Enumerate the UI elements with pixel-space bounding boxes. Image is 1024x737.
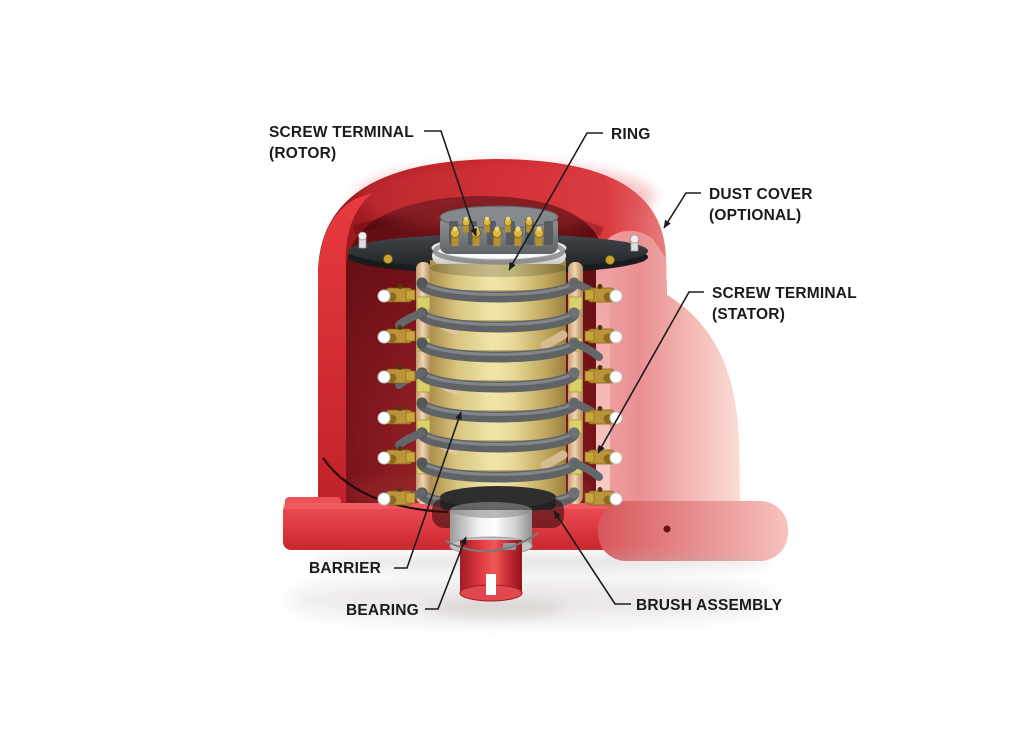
label-screw-terminal-rotor: SCREW TERMINAL (ROTOR)	[269, 122, 414, 164]
leader-lines	[394, 130, 704, 610]
leader-bearing	[425, 536, 467, 610]
label-line: (OPTIONAL)	[709, 207, 802, 224]
leader-brush-assembly	[553, 510, 631, 605]
dome-highlight	[355, 163, 655, 231]
leader-screw-terminal-stator	[597, 291, 704, 454]
bearing-retainer-wire	[445, 532, 539, 553]
label-line: RING	[611, 126, 651, 143]
slip-ring-stack	[348, 205, 648, 602]
leader-barrier	[394, 411, 462, 569]
label-barrier: BARRIER	[309, 558, 381, 579]
shaft-keyway-notch	[486, 574, 496, 595]
label-ring: RING	[611, 124, 651, 145]
flange-bolt-hole	[663, 525, 671, 533]
dust-cover-right-wall	[596, 230, 740, 508]
label-bearing: BEARING	[346, 600, 419, 621]
label-line: BARRIER	[309, 560, 382, 577]
label-line: DUST COVER	[709, 186, 813, 203]
label-line: BRUSH ASSEMBLY	[636, 597, 783, 614]
dust-cover-cut-edge-left	[318, 193, 372, 508]
label-line: SCREW TERMINAL	[269, 124, 414, 141]
leader-ring	[508, 132, 603, 271]
rotor-terminals-crown	[432, 205, 566, 265]
label-line: SCREW TERMINAL	[712, 285, 857, 302]
leader-dust-cover	[663, 192, 701, 229]
label-line: BEARING	[346, 602, 419, 619]
label-brush-assembly: BRUSH ASSEMBLY	[636, 595, 782, 616]
leader-screw-terminal-rotor	[424, 130, 477, 237]
label-line: (STATOR)	[712, 306, 786, 323]
label-dust-cover: DUST COVER (OPTIONAL)	[709, 184, 813, 226]
ground-shadow	[285, 578, 775, 622]
label-line: (ROTOR)	[269, 145, 337, 162]
interior-floor-arc	[322, 457, 449, 514]
label-screw-terminal-stator: SCREW TERMINAL (STATOR)	[712, 283, 857, 325]
